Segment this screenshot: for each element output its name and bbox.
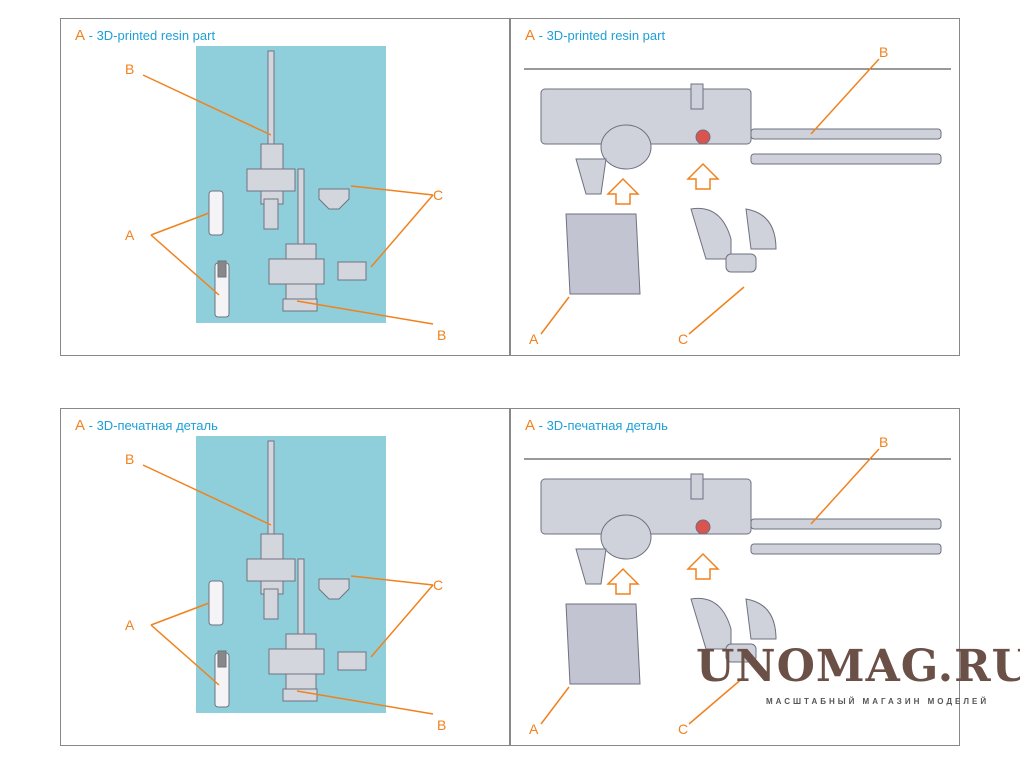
label-a: A xyxy=(529,331,539,347)
panel-exploded-en: A - 3D-printed resin part B A C B xyxy=(60,18,510,356)
label-c: C xyxy=(433,577,444,593)
label-a: A xyxy=(529,721,539,737)
label-c: C xyxy=(678,331,689,347)
label-c: C xyxy=(433,187,444,203)
panel-caption: A - 3D-печатная деталь xyxy=(525,417,668,434)
caption-text: - 3D-печатная деталь xyxy=(535,418,668,433)
label-b-top: B xyxy=(125,61,135,77)
caption-letter: A xyxy=(525,27,536,44)
caption-letter: A xyxy=(75,27,86,44)
caption-text: - 3D-printed resin part xyxy=(85,28,216,43)
gun-assembly-illustration xyxy=(511,19,961,357)
label-a: A xyxy=(125,617,135,633)
label-b-top: B xyxy=(125,451,135,467)
panel-caption: A - 3D-печатная деталь xyxy=(75,417,218,434)
label-b: B xyxy=(879,44,889,60)
panel-assembly-ru: A - 3D-печатная деталь B A C xyxy=(510,408,960,746)
watermark-title: UNOMAG.RU xyxy=(696,641,1020,692)
label-b: B xyxy=(879,434,889,450)
caption-text: - 3D-печатная деталь xyxy=(85,418,218,433)
label-a: A xyxy=(125,227,135,243)
panel-exploded-ru: A - 3D-печатная деталь B A C B xyxy=(60,408,510,746)
label-c: C xyxy=(678,721,689,737)
caption-text: - 3D-printed resin part xyxy=(535,28,666,43)
panel-caption: A - 3D-printed resin part xyxy=(75,27,215,44)
caption-letter: A xyxy=(75,417,86,434)
label-b-bottom: B xyxy=(437,327,447,343)
panel-assembly-en: A - 3D-printed resin part B A C xyxy=(510,18,960,356)
watermark-subtitle: МАСШТАБНЫЙ МАГАЗИН МОДЕЛЕЙ xyxy=(766,697,990,706)
caption-letter: A xyxy=(525,417,536,434)
label-b-bottom: B xyxy=(437,717,447,733)
panel-caption: A - 3D-printed resin part xyxy=(525,27,665,44)
watermark: UNOMAG.RU МАСШТАБНЫЙ МАГАЗИН МОДЕЛЕЙ xyxy=(696,640,1020,707)
